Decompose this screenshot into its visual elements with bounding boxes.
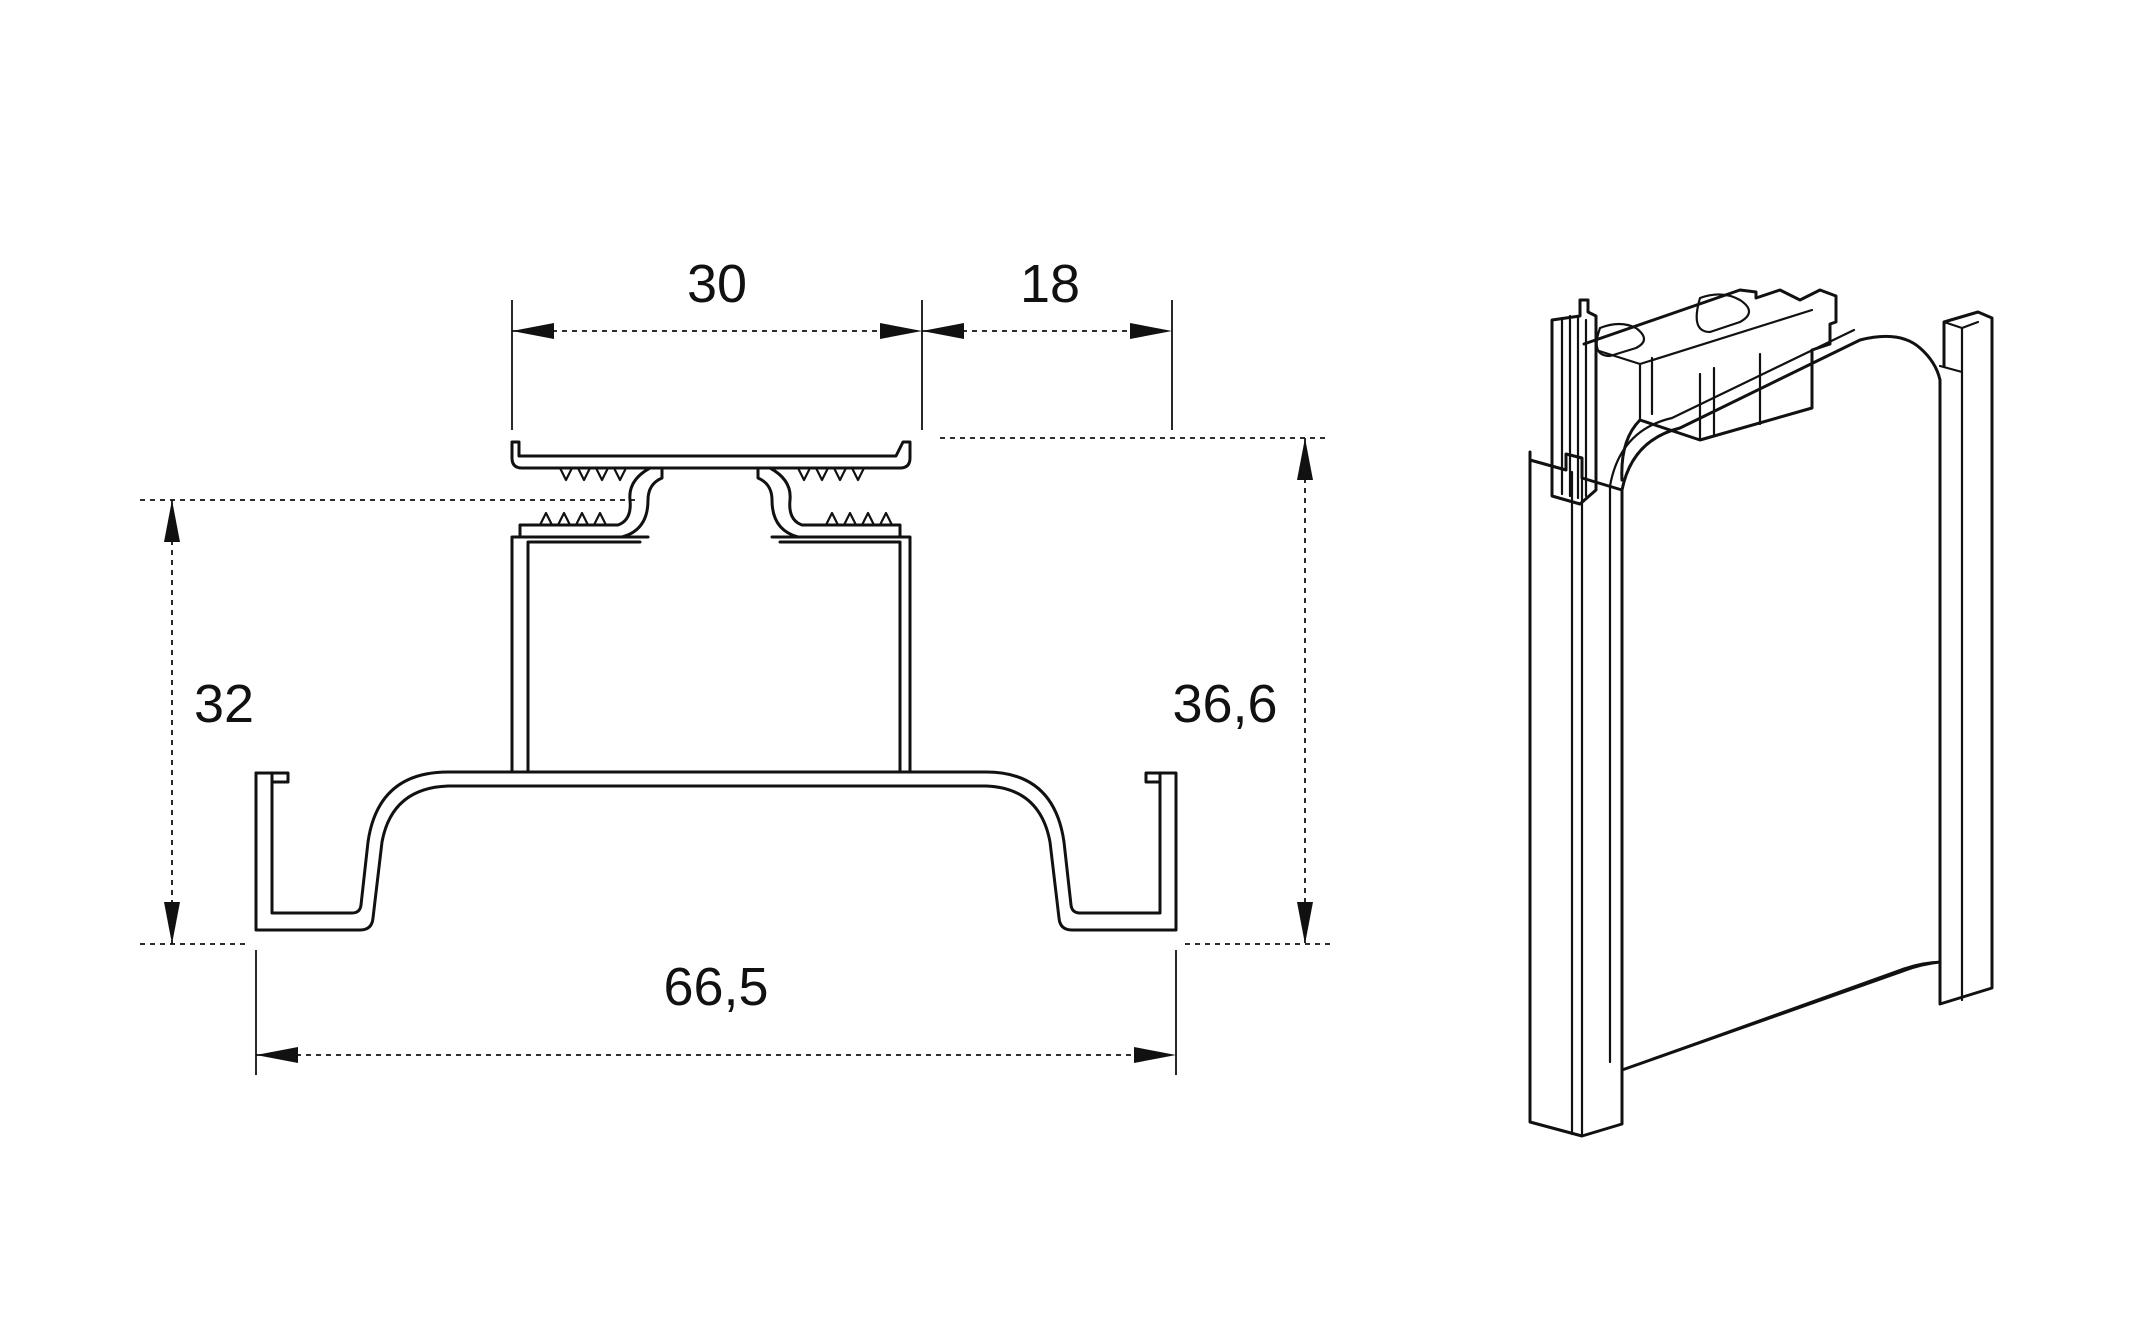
top-clip-plate	[510, 440, 912, 470]
iso-left-flange	[1528, 450, 1624, 1138]
iso-clip-grooves	[1560, 314, 1588, 500]
dimension-label-66-5: 66,5	[663, 957, 768, 1017]
arrow-66-right	[1134, 1047, 1176, 1063]
profile-cross-section	[254, 440, 1178, 932]
iso-clip-strip	[1550, 298, 1598, 506]
iso-main-web	[1620, 334, 1942, 1072]
clip-teeth-upper	[558, 466, 866, 482]
base-profile-inner	[270, 770, 1162, 915]
iso-left-flange-edges	[1570, 470, 1584, 1138]
dimension-label-32: 32	[194, 674, 254, 734]
profile-isometric-view	[1528, 288, 1994, 1138]
iso-bottom-edge	[1620, 960, 1942, 1072]
arrow-66-left	[256, 1047, 298, 1063]
iso-top-chamber	[1582, 288, 1838, 482]
central-chamber	[510, 535, 912, 774]
iso-clip-rounded-slot	[1595, 293, 1751, 358]
arrow-18-right	[1130, 323, 1172, 339]
clip-teeth-lower	[538, 511, 894, 527]
base-left-lip	[254, 771, 290, 784]
arrow-18-left	[922, 323, 964, 339]
iso-chamber-inner	[1594, 308, 1814, 442]
dimension-label-18: 18	[1020, 254, 1080, 314]
dimension-label-30: 30	[687, 254, 747, 314]
arrow-30-left	[512, 323, 554, 339]
iso-right-flange-edges	[1938, 320, 1980, 1002]
arrow-36-top	[1297, 438, 1313, 480]
base-profile-outer	[254, 771, 1178, 932]
dimension-label-36-6: 36,6	[1172, 674, 1277, 734]
arrow-30-right	[880, 323, 922, 339]
iso-right-flange	[1938, 310, 1994, 1006]
arrow-32-bottom	[164, 902, 180, 944]
clip-hook-left	[518, 466, 664, 539]
iso-web-inner-edge	[1608, 328, 1856, 1064]
dimension-lines	[140, 300, 1330, 1075]
arrow-32-top	[164, 500, 180, 542]
arrow-36-bottom	[1297, 902, 1313, 944]
clip-hook-right	[756, 466, 902, 539]
